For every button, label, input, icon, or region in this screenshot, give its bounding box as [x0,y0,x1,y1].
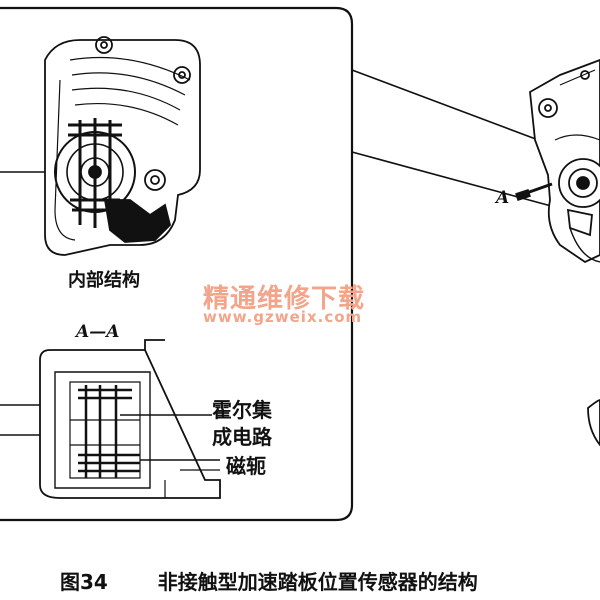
watermark-cn: 精通维修下载 [203,284,366,314]
view-arrow [515,182,553,201]
internal-structure-label: 内部结构 [68,270,140,291]
section-aa-hatch [78,385,140,478]
figure-caption: 图34 非接触型加速踏板位置传感器的结构 [60,566,600,595]
inset-frame [0,6,354,522]
internal-structure-hatch [68,118,122,228]
caption-title: 非接触型加速踏板位置传感器的结构 [157,570,478,594]
callout-lines [351,69,567,211]
caption-number: 图34 [60,570,108,594]
hall-ic-label-line1: 霍尔集 [212,398,272,422]
section-aa-label: A—A [76,322,120,342]
section-leader-lines [120,414,220,461]
hall-ic-label-line2: 成电路 [212,425,272,449]
pedal-assembly-drawing [529,59,600,447]
watermark-url: www.gzweix.com [203,308,363,326]
section-aa-drawing [39,339,221,499]
magnetic-yoke-label: 磁轭 [226,454,266,478]
internal-structure-drawing [44,36,201,256]
view-arrow-label: A [496,188,510,208]
